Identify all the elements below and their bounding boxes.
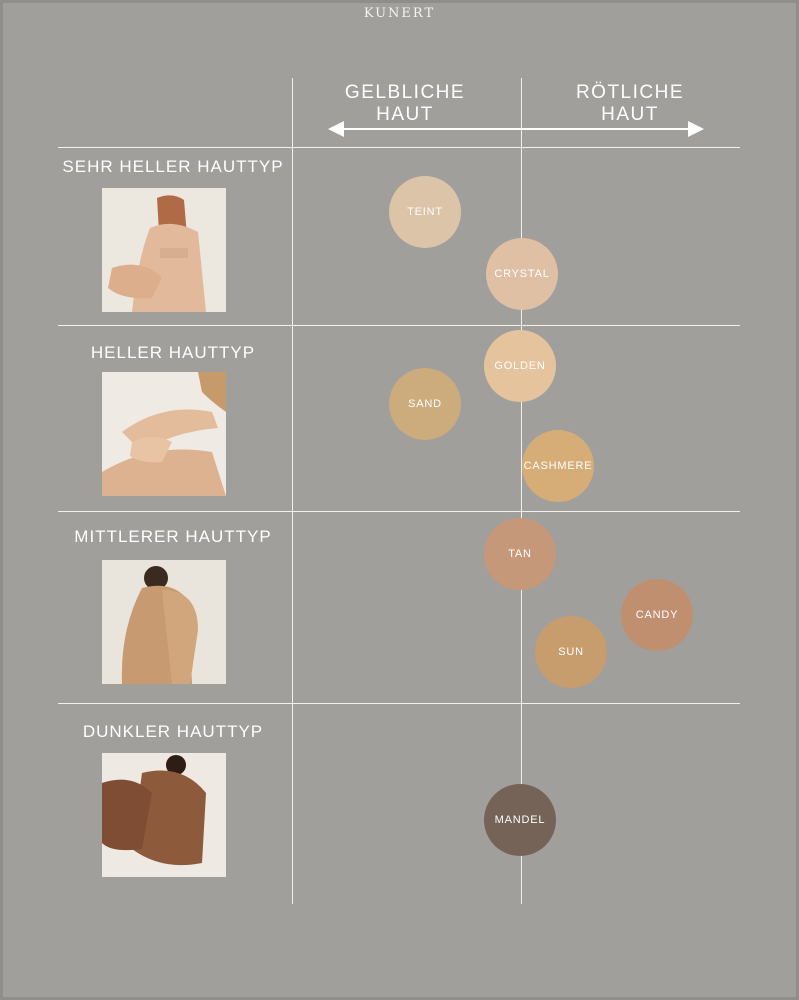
shade-label: CASHMERE	[523, 460, 593, 472]
shade-sun: SUN	[535, 616, 607, 688]
shade-label: TAN	[508, 548, 532, 560]
row-title-medium: MITTLERER HAUTTYP	[74, 527, 272, 546]
shade-tan: TAN	[484, 518, 556, 590]
shade-cashmere: CASHMERE	[522, 430, 594, 502]
model-photo-light	[102, 372, 226, 496]
brand-logo: KUNERT	[363, 6, 436, 21]
double-arrow-icon	[328, 121, 704, 137]
shade-candy: CANDY	[621, 579, 693, 651]
row-divider-3	[58, 703, 740, 704]
vertical-axis-center	[521, 78, 522, 904]
column-header-reddish: RÖTLICHE HAUT	[575, 82, 685, 125]
shade-label: CANDY	[635, 609, 679, 621]
shade-sand: SAND	[389, 368, 461, 440]
shade-label: TEINT	[407, 206, 443, 218]
row-title-dark: DUNKLER HAUTTYP	[82, 722, 264, 741]
shade-mandel: MANDEL	[484, 784, 556, 856]
shade-label: GOLDEN	[494, 360, 546, 372]
shade-teint: TEINT	[389, 176, 461, 248]
row-divider-2	[58, 511, 740, 512]
shade-crystal: CRYSTAL	[486, 238, 558, 310]
row-divider-header	[58, 147, 740, 148]
shade-label: SUN	[558, 646, 584, 658]
shade-golden: GOLDEN	[484, 330, 556, 402]
model-photo-dark	[102, 753, 226, 877]
shade-label: MANDEL	[494, 814, 546, 826]
shade-label: CRYSTAL	[494, 268, 550, 280]
model-photo-very-light	[102, 188, 226, 312]
shade-label: SAND	[408, 398, 442, 410]
row-divider-1	[58, 325, 740, 326]
row-title-light: HELLER HAUTTYP	[90, 343, 256, 362]
vertical-divider-left	[292, 78, 293, 904]
row-title-very-light: SEHR HELLER HAUTTYP	[62, 157, 284, 176]
model-photo-medium	[102, 560, 226, 684]
column-header-yellowish: GELBLICHE HAUT	[344, 82, 466, 125]
